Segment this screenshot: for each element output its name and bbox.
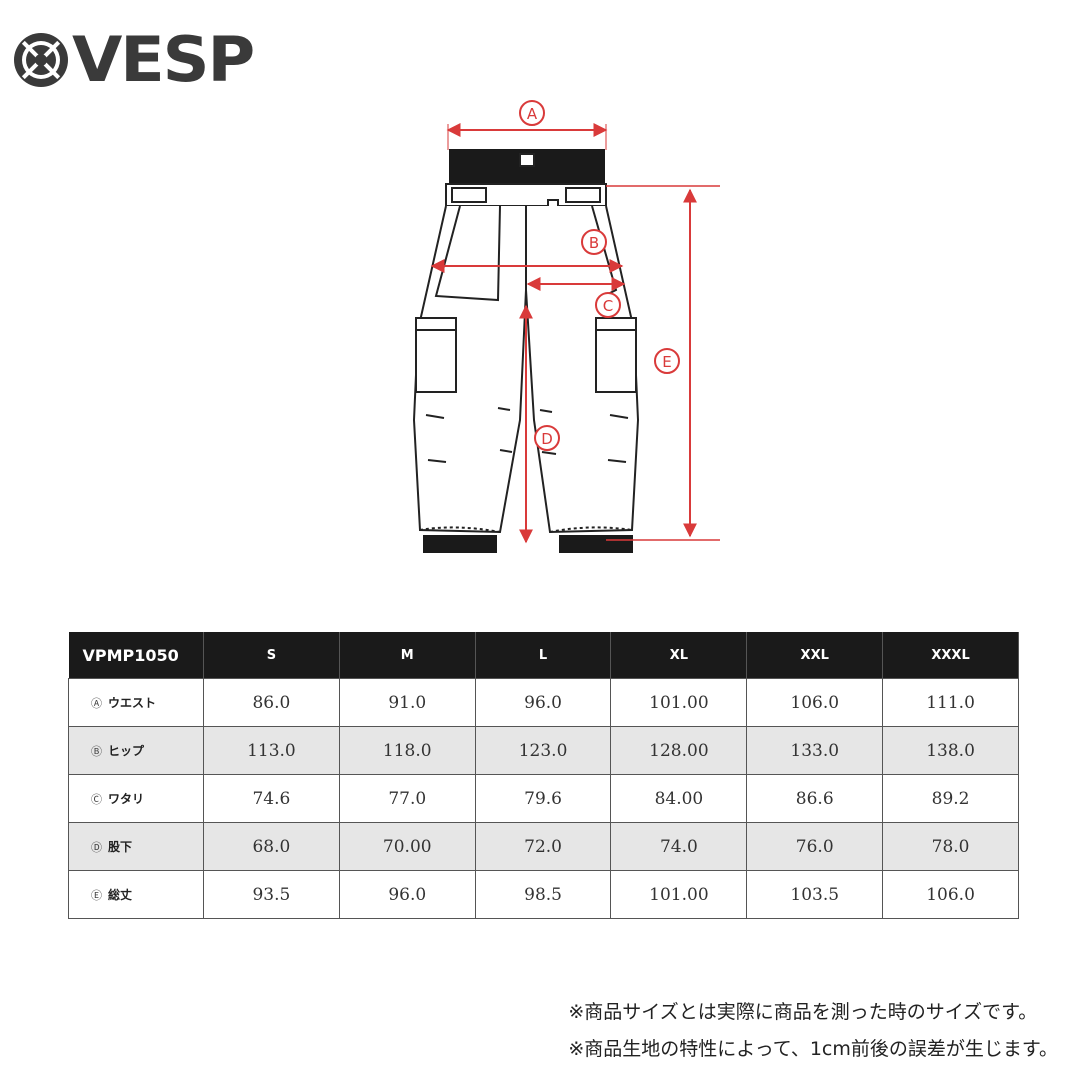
table-cell: 133.0 xyxy=(746,726,884,775)
table-cell: 118.0 xyxy=(338,726,476,775)
row-label-text: ワタリ xyxy=(108,792,145,806)
table-cell: 138.0 xyxy=(882,726,1019,775)
size-notes: ※商品サイズとは実際に商品を測った時のサイズです。 ※商品生地の特性によって、1… xyxy=(568,994,1058,1068)
marker-c: C xyxy=(595,292,621,318)
brand-name: VESP xyxy=(72,23,255,96)
row-label-text: 股下 xyxy=(108,840,133,854)
table-cell: 103.5 xyxy=(746,870,884,919)
measurement-markers: A B C D E xyxy=(519,100,680,451)
table-row: Ⓒ ワタリ 74.6 77.0 79.6 84.00 86.6 89.2 xyxy=(68,774,1019,823)
size-header-xxl: XXL xyxy=(746,632,884,679)
measurement-lines xyxy=(430,123,720,544)
table-row: Ⓓ 股下 68.0 70.00 72.0 74.0 76.0 78.0 xyxy=(68,822,1019,871)
table-cell: 93.5 xyxy=(203,870,340,919)
table-cell: 106.0 xyxy=(882,870,1019,919)
row-marker: Ⓔ xyxy=(91,889,102,902)
size-header-l: L xyxy=(475,632,612,679)
row-marker: Ⓑ xyxy=(91,745,102,758)
table-cell: 113.0 xyxy=(203,726,340,775)
size-header-s: S xyxy=(203,632,340,679)
table-cell: 89.2 xyxy=(882,774,1019,823)
note-measurement: ※商品サイズとは実際に商品を測った時のサイズです。 xyxy=(568,1001,1038,1023)
table-cell: 86.0 xyxy=(203,678,340,727)
marker-a-label: A xyxy=(527,105,538,123)
table-cell: 84.00 xyxy=(610,774,748,823)
model-number-header: VPMP1050 xyxy=(68,632,204,679)
pants-measurement-diagram: A B C D E xyxy=(412,100,720,553)
row-label: Ⓓ 股下 xyxy=(68,822,204,871)
marker-d: D xyxy=(534,425,560,451)
brand-emblem-icon xyxy=(14,33,68,87)
brand-logo: VESP xyxy=(12,28,255,92)
table-cell: 70.00 xyxy=(338,822,476,871)
row-label: Ⓒ ワタリ xyxy=(68,774,204,823)
table-cell: 106.0 xyxy=(746,678,884,727)
marker-b-label: B xyxy=(589,234,599,252)
row-label-text: 総丈 xyxy=(108,888,133,902)
table-cell: 91.0 xyxy=(338,678,476,727)
table-cell: 78.0 xyxy=(882,822,1019,871)
table-cell: 96.0 xyxy=(474,678,612,727)
size-header-m: M xyxy=(339,632,476,679)
table-row: Ⓐ ウエスト 86.0 91.0 96.0 101.00 106.0 111.0 xyxy=(68,678,1019,727)
marker-c-label: C xyxy=(603,297,613,315)
size-header-xxxl: XXXL xyxy=(882,632,1019,679)
table-cell: 86.6 xyxy=(746,774,884,823)
table-cell: 101.00 xyxy=(610,870,748,919)
row-label: Ⓐ ウエスト xyxy=(68,678,204,727)
marker-a: A xyxy=(519,100,545,126)
table-header-row: VPMP1050 S M L XL XXL XXXL xyxy=(68,632,1019,679)
row-marker: Ⓒ xyxy=(91,793,102,806)
table-cell: 76.0 xyxy=(746,822,884,871)
table-cell: 74.6 xyxy=(203,774,340,823)
table-cell: 74.0 xyxy=(610,822,748,871)
marker-d-label: D xyxy=(541,430,553,448)
table-cell: 128.00 xyxy=(610,726,748,775)
row-label: Ⓔ 総丈 xyxy=(68,870,204,919)
table-cell: 98.5 xyxy=(474,870,612,919)
row-label-text: ウエスト xyxy=(108,696,157,710)
table-cell: 111.0 xyxy=(882,678,1019,727)
size-header-xl: XL xyxy=(610,632,748,679)
table-row: Ⓑ ヒップ 113.0 118.0 123.0 128.00 133.0 138.… xyxy=(68,726,1019,775)
table-cell: 79.6 xyxy=(474,774,612,823)
table-cell: 77.0 xyxy=(338,774,476,823)
row-label-text: ヒップ xyxy=(108,744,145,758)
marker-b: B xyxy=(581,229,607,255)
row-marker: Ⓐ xyxy=(91,697,102,710)
note-tolerance: ※商品生地の特性によって、1cm前後の誤差が生じます。 xyxy=(568,1038,1058,1060)
table-cell: 96.0 xyxy=(338,870,476,919)
marker-e: E xyxy=(654,348,680,374)
table-cell: 101.00 xyxy=(610,678,748,727)
table-cell: 72.0 xyxy=(474,822,612,871)
table-cell: 68.0 xyxy=(203,822,340,871)
row-label: Ⓑ ヒップ xyxy=(68,726,204,775)
table-cell: 123.0 xyxy=(474,726,612,775)
size-chart-table: VPMP1050 S M L XL XXL XXXL Ⓐ ウエスト 86.0 91… xyxy=(68,632,1019,919)
row-marker: Ⓓ xyxy=(91,841,102,854)
marker-e-label: E xyxy=(662,353,671,371)
table-row: Ⓔ 総丈 93.5 96.0 98.5 101.00 103.5 106.0 xyxy=(68,870,1019,919)
